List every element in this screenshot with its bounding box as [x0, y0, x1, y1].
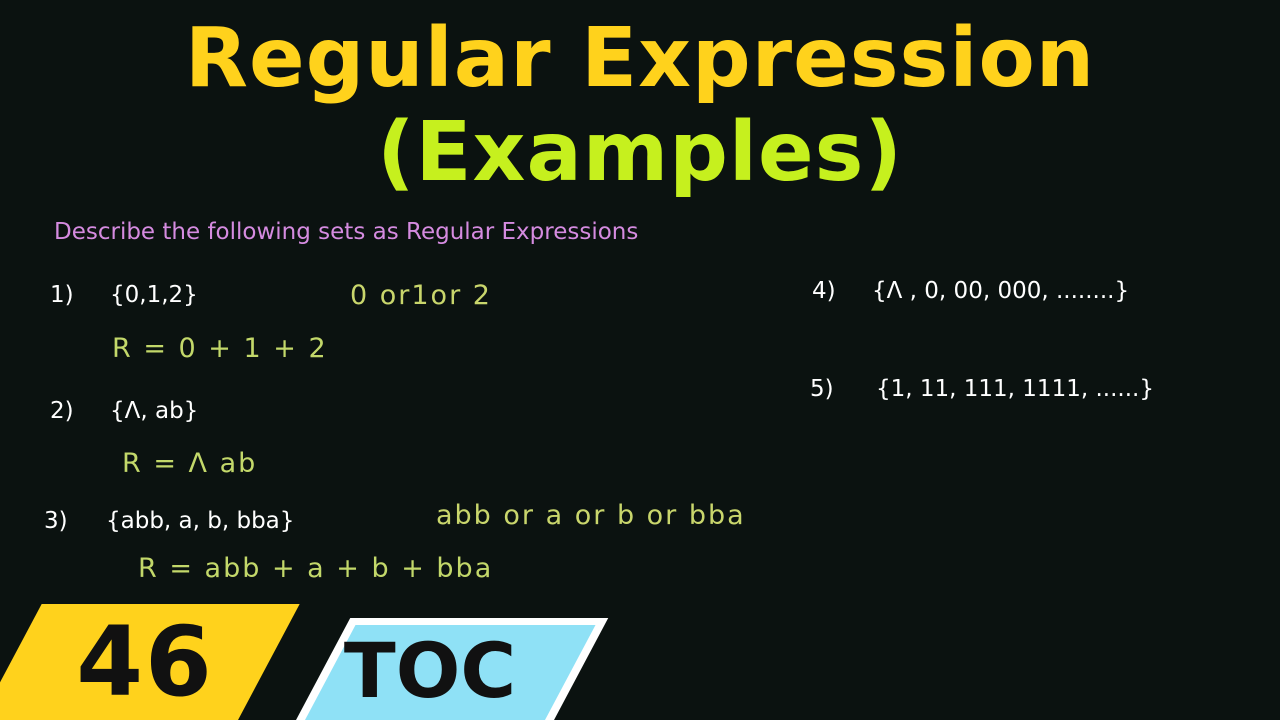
course-label: TOC [343, 626, 517, 715]
example-5-set: {1, 11, 111, 1111, ......} [876, 376, 1154, 402]
example-2-number: 2) [50, 398, 74, 424]
example-5-number: 5) [810, 376, 834, 402]
episode-number: 46 [76, 606, 214, 718]
example-3-note: abb or a or b or bba [436, 500, 746, 531]
example-1-answer: R = 0 + 1 + 2 [112, 333, 328, 364]
example-1-set: {0,1,2} [110, 282, 198, 308]
example-2-answer: R = Λ ab [122, 448, 258, 479]
slide-title: Regular Expression [184, 11, 1096, 106]
example-1-number: 1) [50, 282, 74, 308]
example-3-set: {abb, a, b, bba} [106, 508, 295, 534]
example-2-set: {Λ, ab} [110, 398, 199, 424]
example-3-answer: R = abb + a + b + bba [138, 553, 494, 584]
example-1-note: 0 or1or 2 [350, 280, 492, 311]
slide-subtitle: (Examples) [377, 105, 903, 200]
question-prompt: Describe the following sets as Regular E… [54, 219, 639, 245]
example-4-number: 4) [812, 278, 836, 304]
example-3-number: 3) [44, 508, 68, 534]
example-4-set: {Λ , 0, 00, 000, ........} [872, 278, 1130, 304]
